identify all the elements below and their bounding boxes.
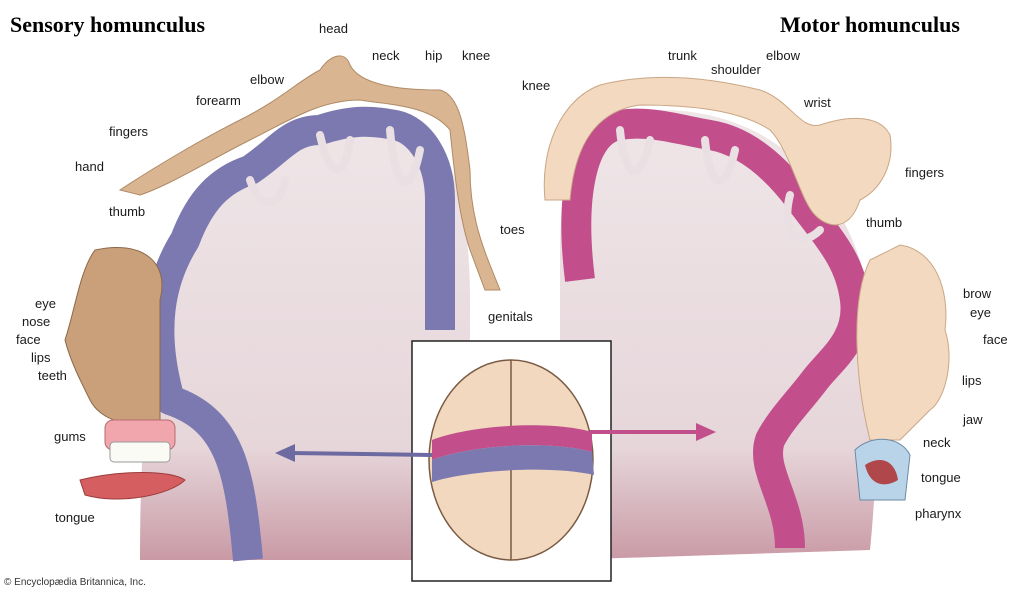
- label-brow: brow: [963, 286, 992, 301]
- label-neck: neck: [372, 48, 400, 63]
- label-motor-fingers: fingers: [905, 165, 945, 180]
- sensory-homunculus-figure: [64, 55, 501, 500]
- label-hip: hip: [425, 48, 442, 63]
- label-pharynx: pharynx: [915, 506, 962, 521]
- sensory-arrow: [275, 444, 433, 462]
- label-jaw: jaw: [962, 412, 983, 427]
- label-nose: nose: [22, 314, 50, 329]
- label-motor-elbow: elbow: [766, 48, 801, 63]
- label-thumb: thumb: [109, 204, 145, 219]
- motor-homunculus-figure: [543, 76, 950, 501]
- label-motor-tongue: tongue: [921, 470, 961, 485]
- label-head: head: [319, 21, 348, 36]
- motor-cortex-slice: [560, 108, 877, 560]
- label-motor-thumb: thumb: [866, 215, 902, 230]
- label-eye: eye: [35, 296, 56, 311]
- label-lips: lips: [31, 350, 51, 365]
- label-wrist: wrist: [803, 95, 831, 110]
- label-motor-face: face: [983, 332, 1008, 347]
- copyright-notice: © Encyclopædia Britannica, Inc.: [4, 577, 146, 588]
- label-genitals: genitals: [488, 309, 533, 324]
- label-elbow: elbow: [250, 72, 285, 87]
- label-trunk: trunk: [668, 48, 697, 63]
- label-fingers: fingers: [109, 124, 149, 139]
- label-knee: knee: [462, 48, 490, 63]
- label-motor-neck: neck: [923, 435, 951, 450]
- label-hand: hand: [75, 159, 104, 174]
- motor-arrow: [590, 423, 716, 441]
- label-tongue: tongue: [55, 510, 95, 525]
- brain-top-view-inset: [411, 340, 612, 582]
- label-forearm: forearm: [196, 93, 241, 108]
- sensory-homunculus-title: Sensory homunculus: [10, 12, 205, 37]
- label-face: face: [16, 332, 41, 347]
- sensory-cortex-slice: [140, 106, 470, 562]
- label-toes: toes: [500, 222, 525, 237]
- label-teeth: teeth: [38, 368, 67, 383]
- label-gums: gums: [54, 429, 86, 444]
- motor-homunculus-title: Motor homunculus: [780, 12, 960, 37]
- label-motor-lips: lips: [962, 373, 982, 388]
- label-motor-knee: knee: [522, 78, 550, 93]
- label-shoulder: shoulder: [711, 62, 762, 77]
- label-motor-eye: eye: [970, 305, 991, 320]
